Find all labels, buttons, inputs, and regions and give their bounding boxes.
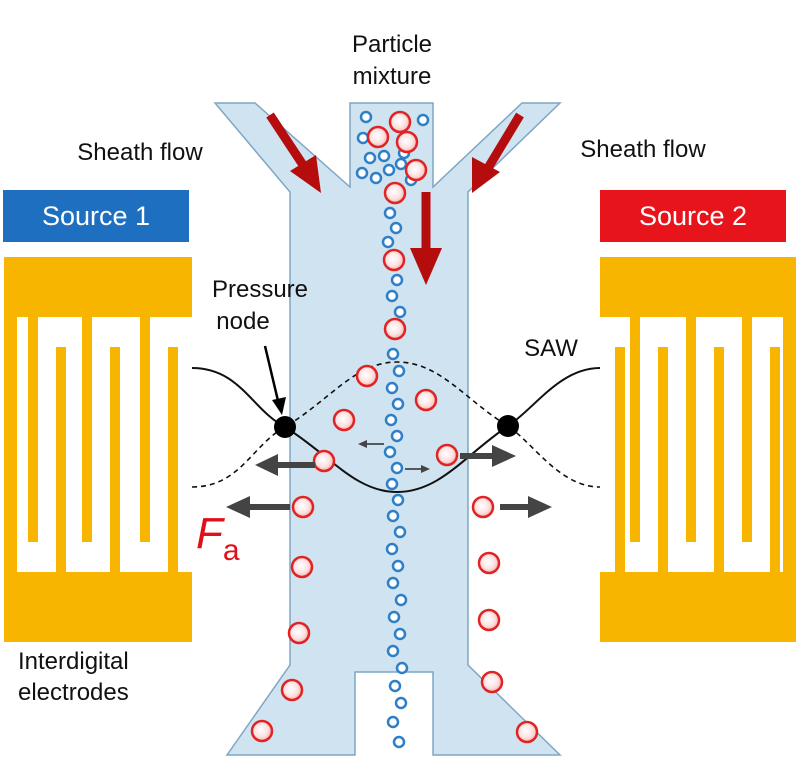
small-particle xyxy=(355,166,369,180)
small-particle xyxy=(394,593,408,607)
large-particle xyxy=(477,551,501,575)
source-1-box xyxy=(3,190,189,242)
small-particle xyxy=(391,493,405,507)
interdigital-electrodes-label-line2: electrodes xyxy=(18,679,129,706)
pressure-node-right xyxy=(497,415,519,437)
acoustic-force-arrows xyxy=(226,445,552,518)
large-particle xyxy=(404,158,428,182)
source-2-label: Source 2 xyxy=(639,201,747,231)
pressure-node-left xyxy=(274,416,296,438)
large-particles xyxy=(250,110,539,744)
large-particle xyxy=(480,670,504,694)
small-particle xyxy=(377,149,391,163)
large-particle xyxy=(312,449,336,473)
small-particle xyxy=(384,413,398,427)
small-particle xyxy=(390,461,404,475)
flow-arrows xyxy=(266,112,524,285)
interdigital-electrodes-label-line1: Interdigital xyxy=(18,648,129,675)
small-particle xyxy=(395,661,409,675)
small-particle xyxy=(394,696,408,710)
particle-mixture-label-line1: Particle xyxy=(352,31,432,58)
small-particle xyxy=(385,381,399,395)
pressure-node-label-line2: node xyxy=(216,308,269,335)
small-particle xyxy=(386,715,400,729)
pressure-node-label-line1: Pressure xyxy=(212,276,308,303)
small-particle xyxy=(383,206,397,220)
small-particle xyxy=(369,171,383,185)
sheath-flow-label-left: Sheath flow xyxy=(77,139,203,166)
pressure-node-pointer xyxy=(263,345,281,406)
small-particle xyxy=(385,477,399,491)
source-2-box xyxy=(600,190,786,242)
small-particle xyxy=(393,305,407,319)
large-particle xyxy=(287,621,311,645)
saw-wave-solid xyxy=(191,367,601,494)
large-particle xyxy=(395,130,419,154)
microfluidic-channel xyxy=(213,102,562,756)
small-particle xyxy=(391,397,405,411)
small-particle xyxy=(381,235,395,249)
force-subscript: a xyxy=(223,534,240,567)
small-particle xyxy=(389,221,403,235)
small-particle xyxy=(392,735,406,749)
large-particle xyxy=(383,317,407,341)
large-particle xyxy=(290,555,314,579)
force-symbol: F xyxy=(196,509,225,558)
small-particle xyxy=(386,347,400,361)
small-particle xyxy=(385,289,399,303)
small-force-arrows xyxy=(358,440,430,473)
particle-mixture-label-line2: mixture xyxy=(353,63,432,90)
large-particle xyxy=(471,495,495,519)
small-particle xyxy=(386,576,400,590)
small-particle xyxy=(391,559,405,573)
large-particle xyxy=(515,720,539,744)
small-particles xyxy=(355,110,430,749)
large-particle xyxy=(291,495,315,519)
large-particle xyxy=(435,443,459,467)
saw-wave-dashed xyxy=(191,361,601,488)
small-particle xyxy=(393,525,407,539)
acoustic-force-label: Fa xyxy=(196,509,240,567)
large-particle xyxy=(382,248,406,272)
small-particle xyxy=(392,364,406,378)
small-particle xyxy=(386,644,400,658)
small-particle xyxy=(386,509,400,523)
small-particle xyxy=(390,273,404,287)
small-particle xyxy=(383,445,397,459)
large-particle xyxy=(414,388,438,412)
small-particle xyxy=(356,131,370,145)
small-particle xyxy=(393,627,407,641)
small-particle xyxy=(390,429,404,443)
small-particle xyxy=(388,679,402,693)
large-particle xyxy=(280,678,304,702)
small-particle xyxy=(359,110,373,124)
pressure-node-pointer-head xyxy=(272,397,286,415)
large-particle xyxy=(355,364,379,388)
small-particle xyxy=(363,151,377,165)
large-particle xyxy=(366,125,390,149)
small-particle xyxy=(382,163,396,177)
large-particle xyxy=(332,408,356,432)
small-particle xyxy=(416,113,430,127)
source-1-label: Source 1 xyxy=(42,201,150,231)
large-particle xyxy=(477,608,501,632)
sheath-flow-label-right: Sheath flow xyxy=(580,136,706,163)
large-particle xyxy=(388,110,412,134)
small-particle xyxy=(387,610,401,624)
small-particle xyxy=(394,157,408,171)
large-particle xyxy=(250,719,274,743)
saw-label: SAW xyxy=(524,335,578,362)
interdigital-electrode-left xyxy=(4,257,192,642)
large-particle xyxy=(383,181,407,205)
small-particle xyxy=(385,542,399,556)
interdigital-electrode-right xyxy=(600,257,796,642)
